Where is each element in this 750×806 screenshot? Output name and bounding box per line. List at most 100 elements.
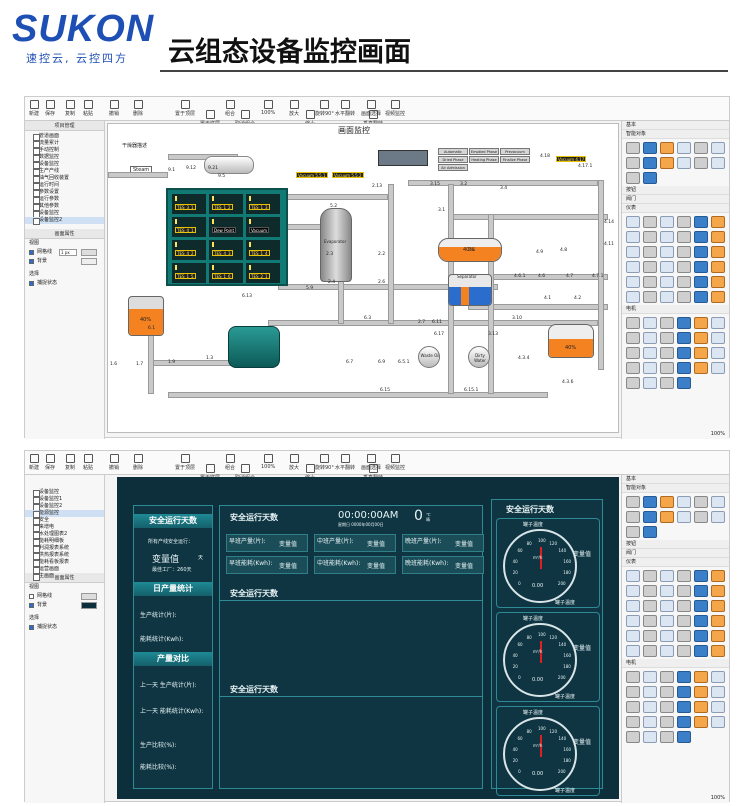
phase-button[interactable]: Dried Phase [438,156,468,163]
tes-sensor-block[interactable]: TES_1_5 [172,263,206,283]
component-icon[interactable] [643,246,657,258]
tes-sensor-block[interactable]: TES_2_1 [246,263,280,283]
tree-item[interactable]: 运行时间 [25,182,104,190]
component-icon[interactable] [677,291,691,303]
component-icon[interactable] [660,716,674,728]
dryer-cylinder[interactable] [204,156,254,174]
component-icon[interactable] [677,377,691,389]
component-icon[interactable] [660,362,674,374]
tes-sensor-block[interactable]: TES_1_3 [246,194,280,214]
component-icon[interactable] [677,157,691,169]
waste-oil-tank[interactable]: Waste Oil [418,346,440,368]
bg-option[interactable]: 背景 [25,257,104,266]
component-icon[interactable] [677,332,691,344]
grid-option[interactable]: 网格线 [25,592,104,601]
component-icon[interactable] [643,142,657,154]
toolbar-button-video[interactable]: 视频监控 [385,454,405,471]
tree-item[interactable]: 管道画面 [25,133,104,141]
component-icon[interactable] [677,645,691,657]
component-icon[interactable] [694,332,708,344]
component-icon[interactable] [711,570,725,582]
capture-option[interactable]: 捕捉状态 [25,279,104,288]
library-section-header[interactable]: 仪表 [622,558,729,567]
component-icon[interactable] [694,496,708,508]
component-icon[interactable] [626,615,640,627]
tree-item[interactable]: 参数设置 [25,189,104,197]
tree-item[interactable]: 主画面 [25,573,104,581]
component-icon[interactable] [694,645,708,657]
tree-item[interactable]: 来增电 [25,524,104,532]
component-icon[interactable] [626,585,640,597]
component-icon[interactable] [677,630,691,642]
library-section-header[interactable]: 基本 [622,121,729,130]
component-icon[interactable] [660,511,674,523]
tree-item[interactable]: 水处理图表2 [25,531,104,539]
component-icon[interactable] [660,671,674,683]
component-icon[interactable] [626,630,640,642]
component-icon[interactable] [626,291,640,303]
toolbar-button-new-file[interactable]: 新建 [29,454,39,471]
component-icon[interactable] [711,231,725,243]
toolbar-button-delete[interactable]: 删除 [133,454,143,471]
toolbar-button-group[interactable]: 组合 [225,454,235,471]
component-icon[interactable] [711,645,725,657]
toolbar-button-delete[interactable]: 删除 [133,100,143,117]
component-icon[interactable] [711,362,725,374]
component-icon[interactable] [626,142,640,154]
component-icon[interactable] [694,585,708,597]
component-icon[interactable] [694,570,708,582]
component-icon[interactable] [643,716,657,728]
toolbar-button-undo[interactable]: 撤销 [109,454,119,471]
component-icon[interactable] [694,317,708,329]
component-icon[interactable] [677,246,691,258]
component-icon[interactable] [643,585,657,597]
component-icon[interactable] [694,701,708,713]
component-icon[interactable] [711,261,725,273]
toolbar-button-paste[interactable]: 粘贴 [83,454,93,471]
component-icon[interactable] [677,600,691,612]
component-icon[interactable] [677,496,691,508]
component-icon[interactable] [643,231,657,243]
component-icon[interactable] [711,157,725,169]
bg-checkbox-icon[interactable] [29,259,34,264]
grid-color-swatch[interactable] [81,249,97,256]
toolbar-button-copy[interactable]: 复制 [65,100,75,117]
component-icon[interactable] [660,645,674,657]
component-icon[interactable] [643,377,657,389]
component-icon[interactable] [626,686,640,698]
toolbar-button-group[interactable]: 组合 [225,100,235,117]
component-icon[interactable] [626,157,640,169]
toolbar-button-zoom-select[interactable]: 100% [261,100,275,116]
component-icon[interactable] [677,511,691,523]
component-icon[interactable] [643,291,657,303]
component-icon[interactable] [626,701,640,713]
grid-color-swatch[interactable] [81,593,97,600]
component-icon[interactable] [677,276,691,288]
component-icon[interactable] [626,246,640,258]
top-right-tank[interactable]: 40% [438,238,502,262]
component-icon[interactable] [660,630,674,642]
component-icon[interactable] [643,317,657,329]
capture-option[interactable]: 捕捉状态 [25,623,104,632]
tes-sensor-block[interactable]: TES_4_1 [172,217,206,237]
tree-item[interactable]: 生产产线 [25,168,104,176]
component-icon[interactable] [660,332,674,344]
component-icon[interactable] [711,630,725,642]
component-icon[interactable] [694,142,708,154]
tree-item[interactable]: 手动控制 [25,147,104,155]
tes-sensor-block[interactable]: TES_4_3 [209,240,243,260]
component-icon[interactable] [626,511,640,523]
component-icon[interactable] [677,671,691,683]
component-icon[interactable] [694,216,708,228]
component-icon[interactable] [677,615,691,627]
phase-button[interactable]: Air Admission [438,164,468,171]
component-icon[interactable] [660,701,674,713]
tes-sensor-block[interactable]: TES_1_4 [246,240,280,260]
component-icon[interactable] [660,216,674,228]
component-icon[interactable] [677,317,691,329]
dashboard-canvas[interactable]: 安全运行天数 所有产线安全运行： 变量值 天 最佳工厂：260天 日产量统计 生… [117,477,619,799]
tree-item[interactable]: 设备监控 [25,489,104,497]
component-icon[interactable] [660,291,674,303]
component-icon[interactable] [626,570,640,582]
